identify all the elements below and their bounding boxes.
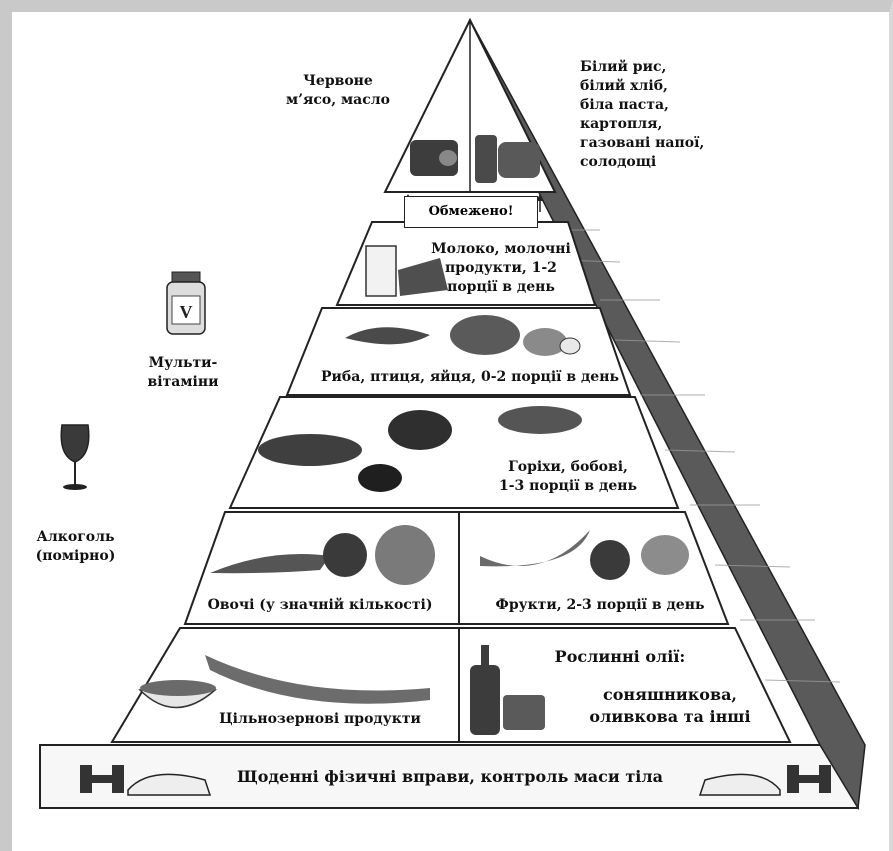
beans-illustration (258, 434, 362, 466)
poultry-illustration (450, 315, 520, 355)
tomato-illustration (323, 533, 367, 577)
oils-title: Рослинні олії: (545, 646, 695, 668)
seeds-illustration (498, 406, 582, 434)
grains-label: Цільнозернові продукти (210, 710, 430, 729)
bread-illustration (498, 142, 540, 178)
oil-bottle-illustration (470, 665, 500, 735)
refined-foods-label: Білий рис, білий хліб, біла паста, карто… (580, 58, 740, 172)
alcohol-label: Алкоголь (помірно) (18, 528, 133, 566)
nuts-illustration (388, 410, 452, 450)
oils-label: соняшникова, оливкова та інші (580, 684, 760, 728)
cabbage-illustration (375, 525, 435, 585)
dairy-label: Молоко, молочні продукти, 1-2 порції в д… (422, 240, 580, 297)
fruits-label: Фрукти, 2-3 порції в день (480, 596, 720, 615)
exercise-label: Щоденні фізичні вправи, контроль маси ті… (205, 766, 695, 788)
nuts-label: Горіхи, бобові, 1-3 порції в день (478, 458, 658, 496)
vitamin-bottle-letter: V (180, 302, 193, 322)
oil-bowl-illustration (503, 695, 545, 730)
vegetables-label: Овочі (у значній кількості) (190, 596, 450, 615)
grapes-illustration (641, 535, 689, 575)
pear-illustration (590, 540, 630, 580)
apex-tier (385, 20, 555, 212)
milk-glass-illustration (366, 246, 396, 296)
soda-can-illustration (475, 135, 497, 183)
red-meat-label: Червоне м’ясо, масло (278, 72, 398, 110)
fish-label: Риба, птиця, яйця, 0-2 порції в день (320, 368, 620, 387)
vitamins-label: Мульти- вітаміни (128, 354, 238, 392)
limited-box: Обмежено! (404, 196, 538, 228)
wine-glass-icon (61, 425, 89, 490)
